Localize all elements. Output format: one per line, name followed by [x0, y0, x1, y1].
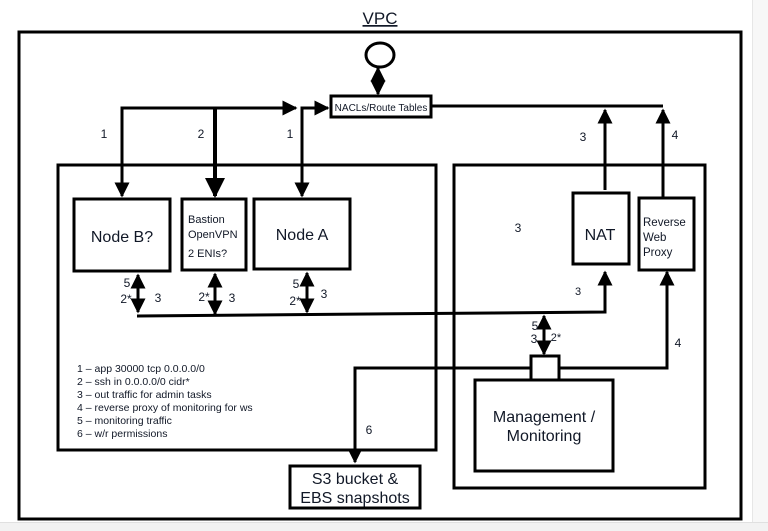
flow-label-mgmt-right: 2* [551, 332, 562, 344]
legend-item-3: 3 – out traffic for admin tasks [77, 389, 212, 401]
right-subnet [452, 163, 707, 490]
flow-label-node-a-up: 5 [293, 277, 300, 291]
window-edge-right [752, 0, 768, 530]
bastion-line-2: OpenVPN [188, 229, 238, 241]
s3-ebs-storage-box[interactable] [288, 464, 422, 510]
flow-label-node-a-down: 2* [289, 294, 301, 308]
storage-line-2: EBS snapshots [300, 490, 409, 507]
flow-line-1-node-b [114, 100, 298, 198]
vpc-boundary [17, 30, 743, 521]
window-edge-bottom [0, 522, 768, 531]
flow-label-proxy-bottom: 4 [675, 336, 682, 350]
flow-line-1-node-a [294, 100, 330, 198]
nat-label: NAT [585, 227, 616, 244]
node-b-box[interactable] [72, 197, 172, 273]
left-subnet [56, 163, 438, 452]
nacl-route-tables-label: NACLs/Route Tables [335, 103, 428, 114]
node-a-box[interactable] [252, 197, 352, 271]
flow-label-node-a-right: 3 [321, 287, 328, 301]
legend-item-4: 4 – reverse proxy of monitoring for ws [77, 402, 253, 414]
flow-label-node-b-right: 3 [155, 291, 162, 305]
node-b-label: Node B? [91, 229, 153, 246]
admin-traffic-bus [136, 270, 613, 318]
vpc-title: VPC [363, 9, 398, 28]
flow-label-storage: 6 [366, 423, 373, 437]
legend-item-6: 6 – w/r permissions [77, 428, 167, 440]
flow-line-6-storage [347, 366, 531, 464]
flow-label-proxy-top: 4 [672, 128, 679, 142]
flow-label-node-b-top: 1 [101, 127, 108, 141]
flow-label-bastion-top: 2 [198, 127, 205, 141]
bastion-line-1: Bastion [188, 214, 225, 226]
storage-line-1: S3 bucket & [312, 471, 399, 488]
legend-item-5: 5 – monitoring traffic [77, 415, 172, 427]
flow-label-node-b-down: 2* [120, 292, 132, 306]
flow-label-right-subnet-inner: 3 [515, 221, 522, 235]
flow-label-node-b-up: 5 [124, 276, 131, 290]
flow-label-node-a-top: 1 [287, 127, 294, 141]
legend-item-2: 2 – ssh in 0.0.0.0/0 cidr* [77, 376, 190, 388]
nat-box[interactable] [571, 191, 631, 266]
management-line-1: Management / [493, 409, 596, 426]
flow-label-mgmt-up-3: 3 [531, 332, 538, 346]
reverse-proxy-line-1: Reverse [643, 217, 686, 229]
flow-label-nat-bottom: 3 [575, 286, 581, 298]
management-monitoring-box[interactable] [473, 378, 615, 473]
mgmt-network-port [529, 354, 561, 382]
flow-label-bastion-down: 2* [198, 290, 210, 304]
reverse-proxy-line-2: Web [643, 232, 666, 244]
reverse-web-proxy-box[interactable] [637, 196, 696, 272]
internet-gateway-icon [364, 41, 396, 69]
bastion-line-3: 2 ENIs? [188, 248, 227, 260]
flow-label-nat-top: 3 [580, 130, 587, 144]
management-line-2: Monitoring [507, 428, 582, 445]
flow-label-mgmt-up-5: 5 [532, 319, 539, 333]
node-a-label: Node A [276, 227, 329, 244]
legend-item-1: 1 – app 30000 tcp 0.0.0.0/0 [77, 363, 205, 375]
bastion-box[interactable] [180, 197, 248, 272]
flow-legend: 1 – app 30000 tcp 0.0.0.0/0 2 – ssh in 0… [77, 363, 253, 440]
flow-label-bastion-right: 3 [229, 291, 236, 305]
reverse-proxy-line-3: Proxy [643, 247, 673, 259]
flow-line-4-proxy [559, 270, 675, 370]
